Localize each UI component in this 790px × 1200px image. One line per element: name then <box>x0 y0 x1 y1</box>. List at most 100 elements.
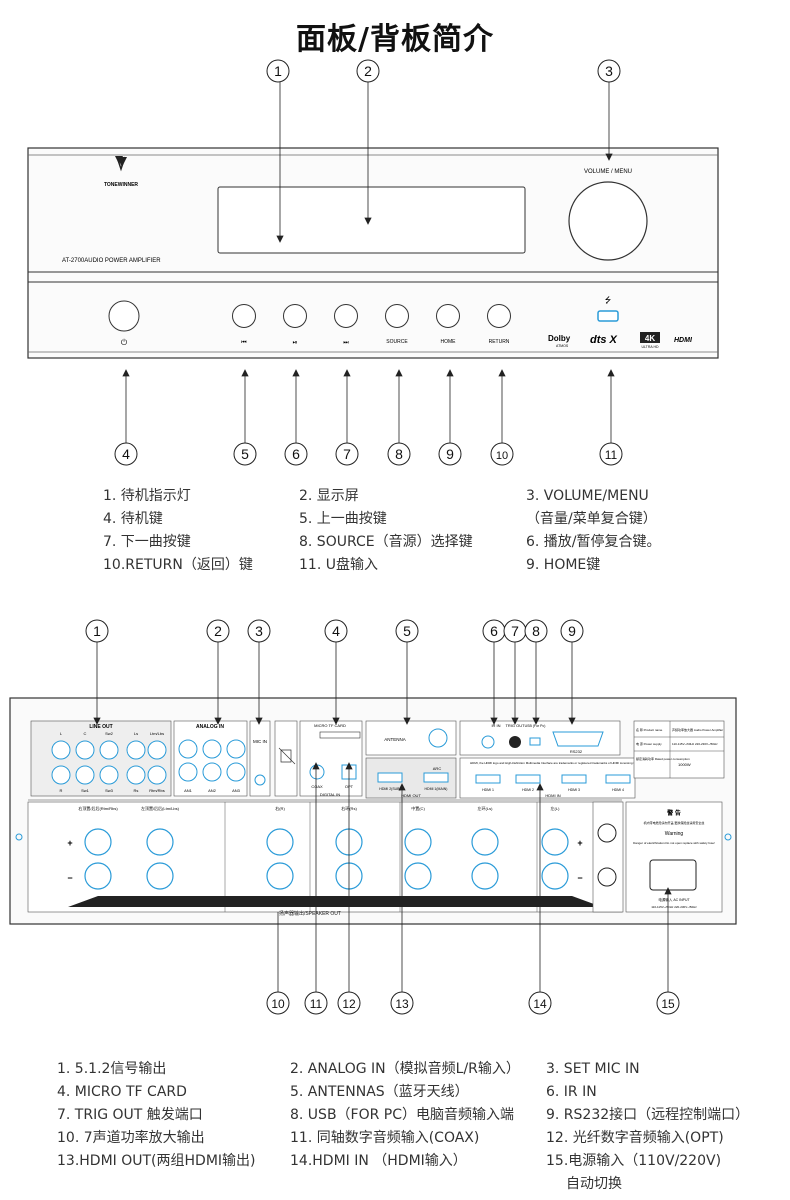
standby-icon: ⏻ <box>121 338 128 347</box>
svg-text:AN2: AN2 <box>208 788 217 793</box>
standby-button[interactable] <box>108 300 140 332</box>
svg-text:警 告: 警 告 <box>666 809 681 817</box>
volume-knob[interactable] <box>568 181 648 261</box>
page-title: 面板/背板简介 <box>296 22 494 57</box>
svg-text:2: 2 <box>214 623 222 639</box>
svg-text:HDMI, the HDMI logo and High-D: HDMI, the HDMI logo and High-Definition … <box>470 761 640 765</box>
antenna-block: ANTENNA <box>365 720 457 756</box>
svg-text:ANALOG IN: ANALOG IN <box>196 724 224 730</box>
svg-text:HDMI 1(MAIN): HDMI 1(MAIN) <box>425 787 448 791</box>
svg-text:7: 7 <box>511 623 519 639</box>
svg-text:1000W: 1000W <box>678 762 691 767</box>
front-callout-8 <box>387 442 411 466</box>
spec-table: 名 称 Product name 声频功率放大器 Audio Power Ampl… <box>633 720 725 779</box>
svg-text:DIGITAL IN: DIGITAL IN <box>320 792 340 797</box>
svg-text:USB (For Pc): USB (For Pc) <box>525 724 546 728</box>
tf-digital-block: MICRO TF CARD COAX OPT DIGITAL IN <box>299 720 363 797</box>
usb-port[interactable] <box>597 310 619 322</box>
svg-text:左顶置/后后(Ltm/Lbs): 左顶置/后后(Ltm/Lbs) <box>141 805 180 811</box>
svg-text:3: 3 <box>605 63 613 79</box>
svg-text:3: 3 <box>255 623 263 639</box>
front-callout-1 <box>266 59 290 83</box>
svg-text:HDMI 2: HDMI 2 <box>522 788 534 792</box>
svg-text:4: 4 <box>122 446 130 462</box>
svg-text:Ltm/Lbs: Ltm/Lbs <box>150 731 164 736</box>
svg-text:6: 6 <box>292 446 300 462</box>
svg-text:Warning: Warning <box>665 831 684 837</box>
front-panel-diagram: TONEWINNER AT-2700AUDIO POWER AMPLIFIER … <box>27 59 719 466</box>
4k-logo: 4K ULTRA HD <box>640 332 660 349</box>
next-icon: ⏭ <box>343 340 349 346</box>
svg-text:TRIG OUT: TRIG OUT <box>505 723 525 728</box>
svg-text:1: 1 <box>274 63 282 79</box>
volume-menu-label: VOLUME / MENU <box>584 169 632 175</box>
prev-button[interactable] <box>232 304 256 328</box>
svg-text:9: 9 <box>446 446 454 462</box>
play-pause-button[interactable] <box>283 304 307 328</box>
rear-callout-12 <box>337 991 361 1015</box>
svg-text:5: 5 <box>241 446 249 462</box>
play-pause-icon: ⏯ <box>293 340 298 346</box>
front-callout-3 <box>597 59 621 83</box>
svg-text:8: 8 <box>532 623 540 639</box>
rear-callout-8 <box>524 619 548 643</box>
front-callout-2 <box>356 59 380 83</box>
rear-callout-13 <box>390 991 414 1015</box>
front-callout-11 <box>599 442 623 466</box>
svg-text:右(R): 右(R) <box>275 805 285 811</box>
power-block: 警 告 机内带电危险请勿开盖 更换保险丝请用安全丝 Warning Danger… <box>592 801 723 913</box>
home-button[interactable] <box>436 304 460 328</box>
svg-text:Ls: Ls <box>134 731 138 736</box>
svg-text:AN3: AN3 <box>232 788 241 793</box>
svg-text:中置(C): 中置(C) <box>411 805 425 811</box>
model-label: AT-2700AUDIO POWER AMPLIFIER <box>62 258 161 264</box>
svg-text:15: 15 <box>661 997 675 1011</box>
svg-text:Dolby: Dolby <box>548 334 571 343</box>
front-callout-9 <box>438 442 462 466</box>
rear-callout-2 <box>206 619 230 643</box>
source-button[interactable] <box>385 304 409 328</box>
svg-text:+: + <box>67 838 72 848</box>
svg-text:声频功率放大器 Audio Power Amplifier: 声频功率放大器 Audio Power Amplifier <box>672 727 723 732</box>
front-callout-5 <box>233 442 257 466</box>
svg-text:右顶置/后后(Rtm/Rbs): 右顶置/后后(Rtm/Rbs) <box>78 805 118 811</box>
return-label: RETURN <box>489 339 510 345</box>
svg-text:HDMI 4: HDMI 4 <box>612 788 624 792</box>
source-label: SOURCE <box>386 339 408 345</box>
svg-text:HDMI 2(SUB): HDMI 2(SUB) <box>379 787 400 791</box>
return-button[interactable] <box>487 304 511 328</box>
rear-callout-14 <box>528 991 552 1015</box>
svg-text:COAX: COAX <box>311 784 323 789</box>
svg-text:ATMOS: ATMOS <box>556 344 569 348</box>
svg-text:Rs: Rs <box>134 788 139 793</box>
svg-text:Danger of electrification.Do n: Danger of electrification.Do not open re… <box>633 841 715 845</box>
svg-text:ULTRA HD: ULTRA HD <box>641 345 659 349</box>
svg-text:110-115V~/60Hz 220-230V~/50Hz: 110-115V~/60Hz 220-230V~/50Hz <box>651 905 697 909</box>
rear-callout-11 <box>304 991 328 1015</box>
hdmi-out-block: ARC HDMI 2(SUB) HDMI 1(MAIN) HDMI OUT <box>365 757 457 799</box>
svg-text:Sw3: Sw3 <box>105 788 114 793</box>
svg-text:2: 2 <box>364 63 372 79</box>
svg-text:9: 9 <box>568 623 576 639</box>
svg-text:Sw2: Sw2 <box>105 731 114 736</box>
next-button[interactable] <box>334 304 358 328</box>
svg-text:RS232: RS232 <box>570 749 583 754</box>
svg-text:10: 10 <box>271 997 285 1011</box>
display-screen <box>217 186 526 254</box>
hdmi-logo: HDMI <box>674 337 693 344</box>
home-label: HOME <box>441 339 457 345</box>
svg-text:−: − <box>67 873 72 883</box>
front-callout-10 <box>490 442 514 466</box>
svg-text:4: 4 <box>332 623 340 639</box>
svg-text:ARC: ARC <box>433 766 442 771</box>
svg-text:名 称 Product name: 名 称 Product name <box>636 727 663 732</box>
dolby-logo: Dolby ATMOS <box>548 334 571 348</box>
svg-text:LINE OUT: LINE OUT <box>89 724 112 730</box>
hdmi-in-block: HDMI, the HDMI logo and High-Definition … <box>459 757 640 799</box>
svg-text:L: L <box>60 731 63 736</box>
